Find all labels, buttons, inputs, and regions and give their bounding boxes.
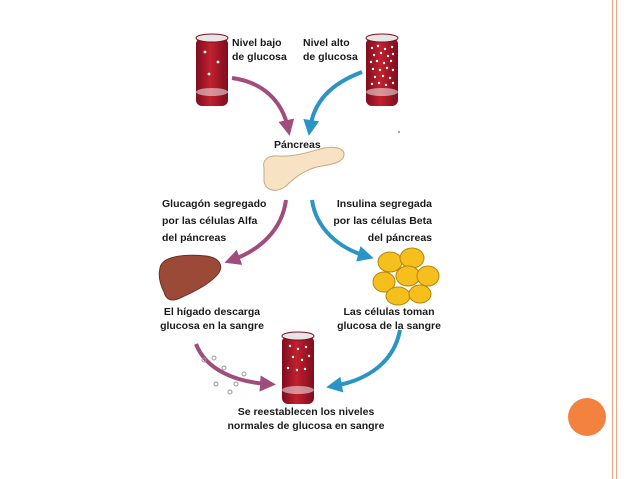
frame-line-inner: [616, 0, 617, 479]
low-glucose-line-2: de glucosa: [232, 51, 287, 63]
cells-label: Las células toman glucosa de la sangre: [326, 305, 452, 333]
low-glucose-line-1: Nivel bajo: [232, 37, 282, 49]
restored-label: Se reestablecen los niveles normales de …: [214, 405, 398, 433]
normal-glucose-vessel: [281, 331, 315, 404]
cells-line-2: glucosa de la sangre: [337, 320, 441, 332]
glucagon-label: Glucagón segregado por las células Alfa …: [162, 196, 266, 247]
released-glucose-dots: [201, 355, 247, 395]
fat-cells-icon: [372, 247, 440, 306]
high-glucose-vessel: [365, 33, 399, 106]
frame-line-outer: [612, 0, 613, 479]
restored-line-2: normales de glucosa en sangre: [227, 420, 385, 432]
low-to-pancreas-arrow: [231, 76, 295, 136]
insulin-arrow: [310, 199, 374, 262]
liver-to-blood-arrow: [194, 343, 276, 392]
glucagon-arrow: [224, 199, 288, 265]
insulin-label: Insulina segregada por las células Beta …: [318, 196, 432, 247]
blood-to-cells-arrow: [326, 329, 402, 393]
high-glucose-line-2: de glucosa: [303, 51, 358, 63]
liver-line-1: El hígado descarga: [163, 306, 261, 318]
liver-icon: [158, 254, 222, 301]
insulin-line-1: Insulina segregada: [336, 198, 432, 210]
accent-circle: [568, 398, 606, 436]
restored-line-1: Se reestablecen los niveles: [237, 406, 375, 418]
low-glucose-vessel: [195, 33, 229, 106]
liver-line-2: glucosa en la sangre: [160, 320, 264, 332]
cells-line-1: Las células toman: [343, 306, 435, 318]
high-glucose-line-1: Nivel alto: [303, 37, 350, 49]
glucagon-line-2: por las células Alfa: [162, 215, 258, 227]
low-glucose-label: Nivel bajo de glucosa: [232, 36, 287, 64]
pancreas-label: Páncreas: [274, 139, 321, 151]
glucagon-line-3: del páncreas: [162, 232, 227, 244]
liver-label: El hígado descarga glucosa en la sangre: [150, 305, 274, 333]
speck: [398, 131, 400, 133]
glucagon-line-1: Glucagón segregado: [162, 198, 267, 210]
pancreas-icon: [263, 146, 345, 191]
high-to-pancreas-arrow: [303, 70, 363, 136]
insulin-line-3: del páncreas: [367, 232, 432, 244]
insulin-line-2: por las células Beta: [333, 215, 432, 227]
high-glucose-label: Nivel alto de glucosa: [303, 36, 358, 64]
